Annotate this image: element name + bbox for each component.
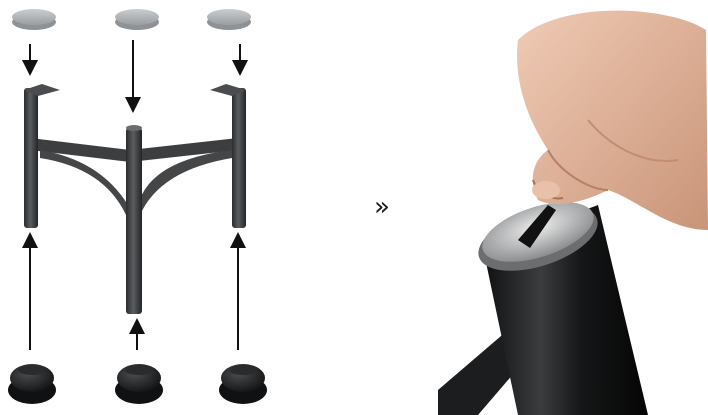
glide-center bbox=[115, 364, 163, 404]
top-cap-center bbox=[115, 9, 159, 30]
metal-frame bbox=[24, 84, 246, 314]
glide-left bbox=[8, 364, 56, 404]
hand bbox=[517, 11, 708, 230]
glide-right bbox=[219, 364, 267, 404]
step-separator: » bbox=[365, 192, 399, 222]
assembly-diagram bbox=[0, 0, 300, 415]
top-cap-left bbox=[12, 9, 56, 30]
top-cap-right bbox=[207, 9, 251, 30]
hand-inserting-cap-photo bbox=[438, 0, 708, 415]
